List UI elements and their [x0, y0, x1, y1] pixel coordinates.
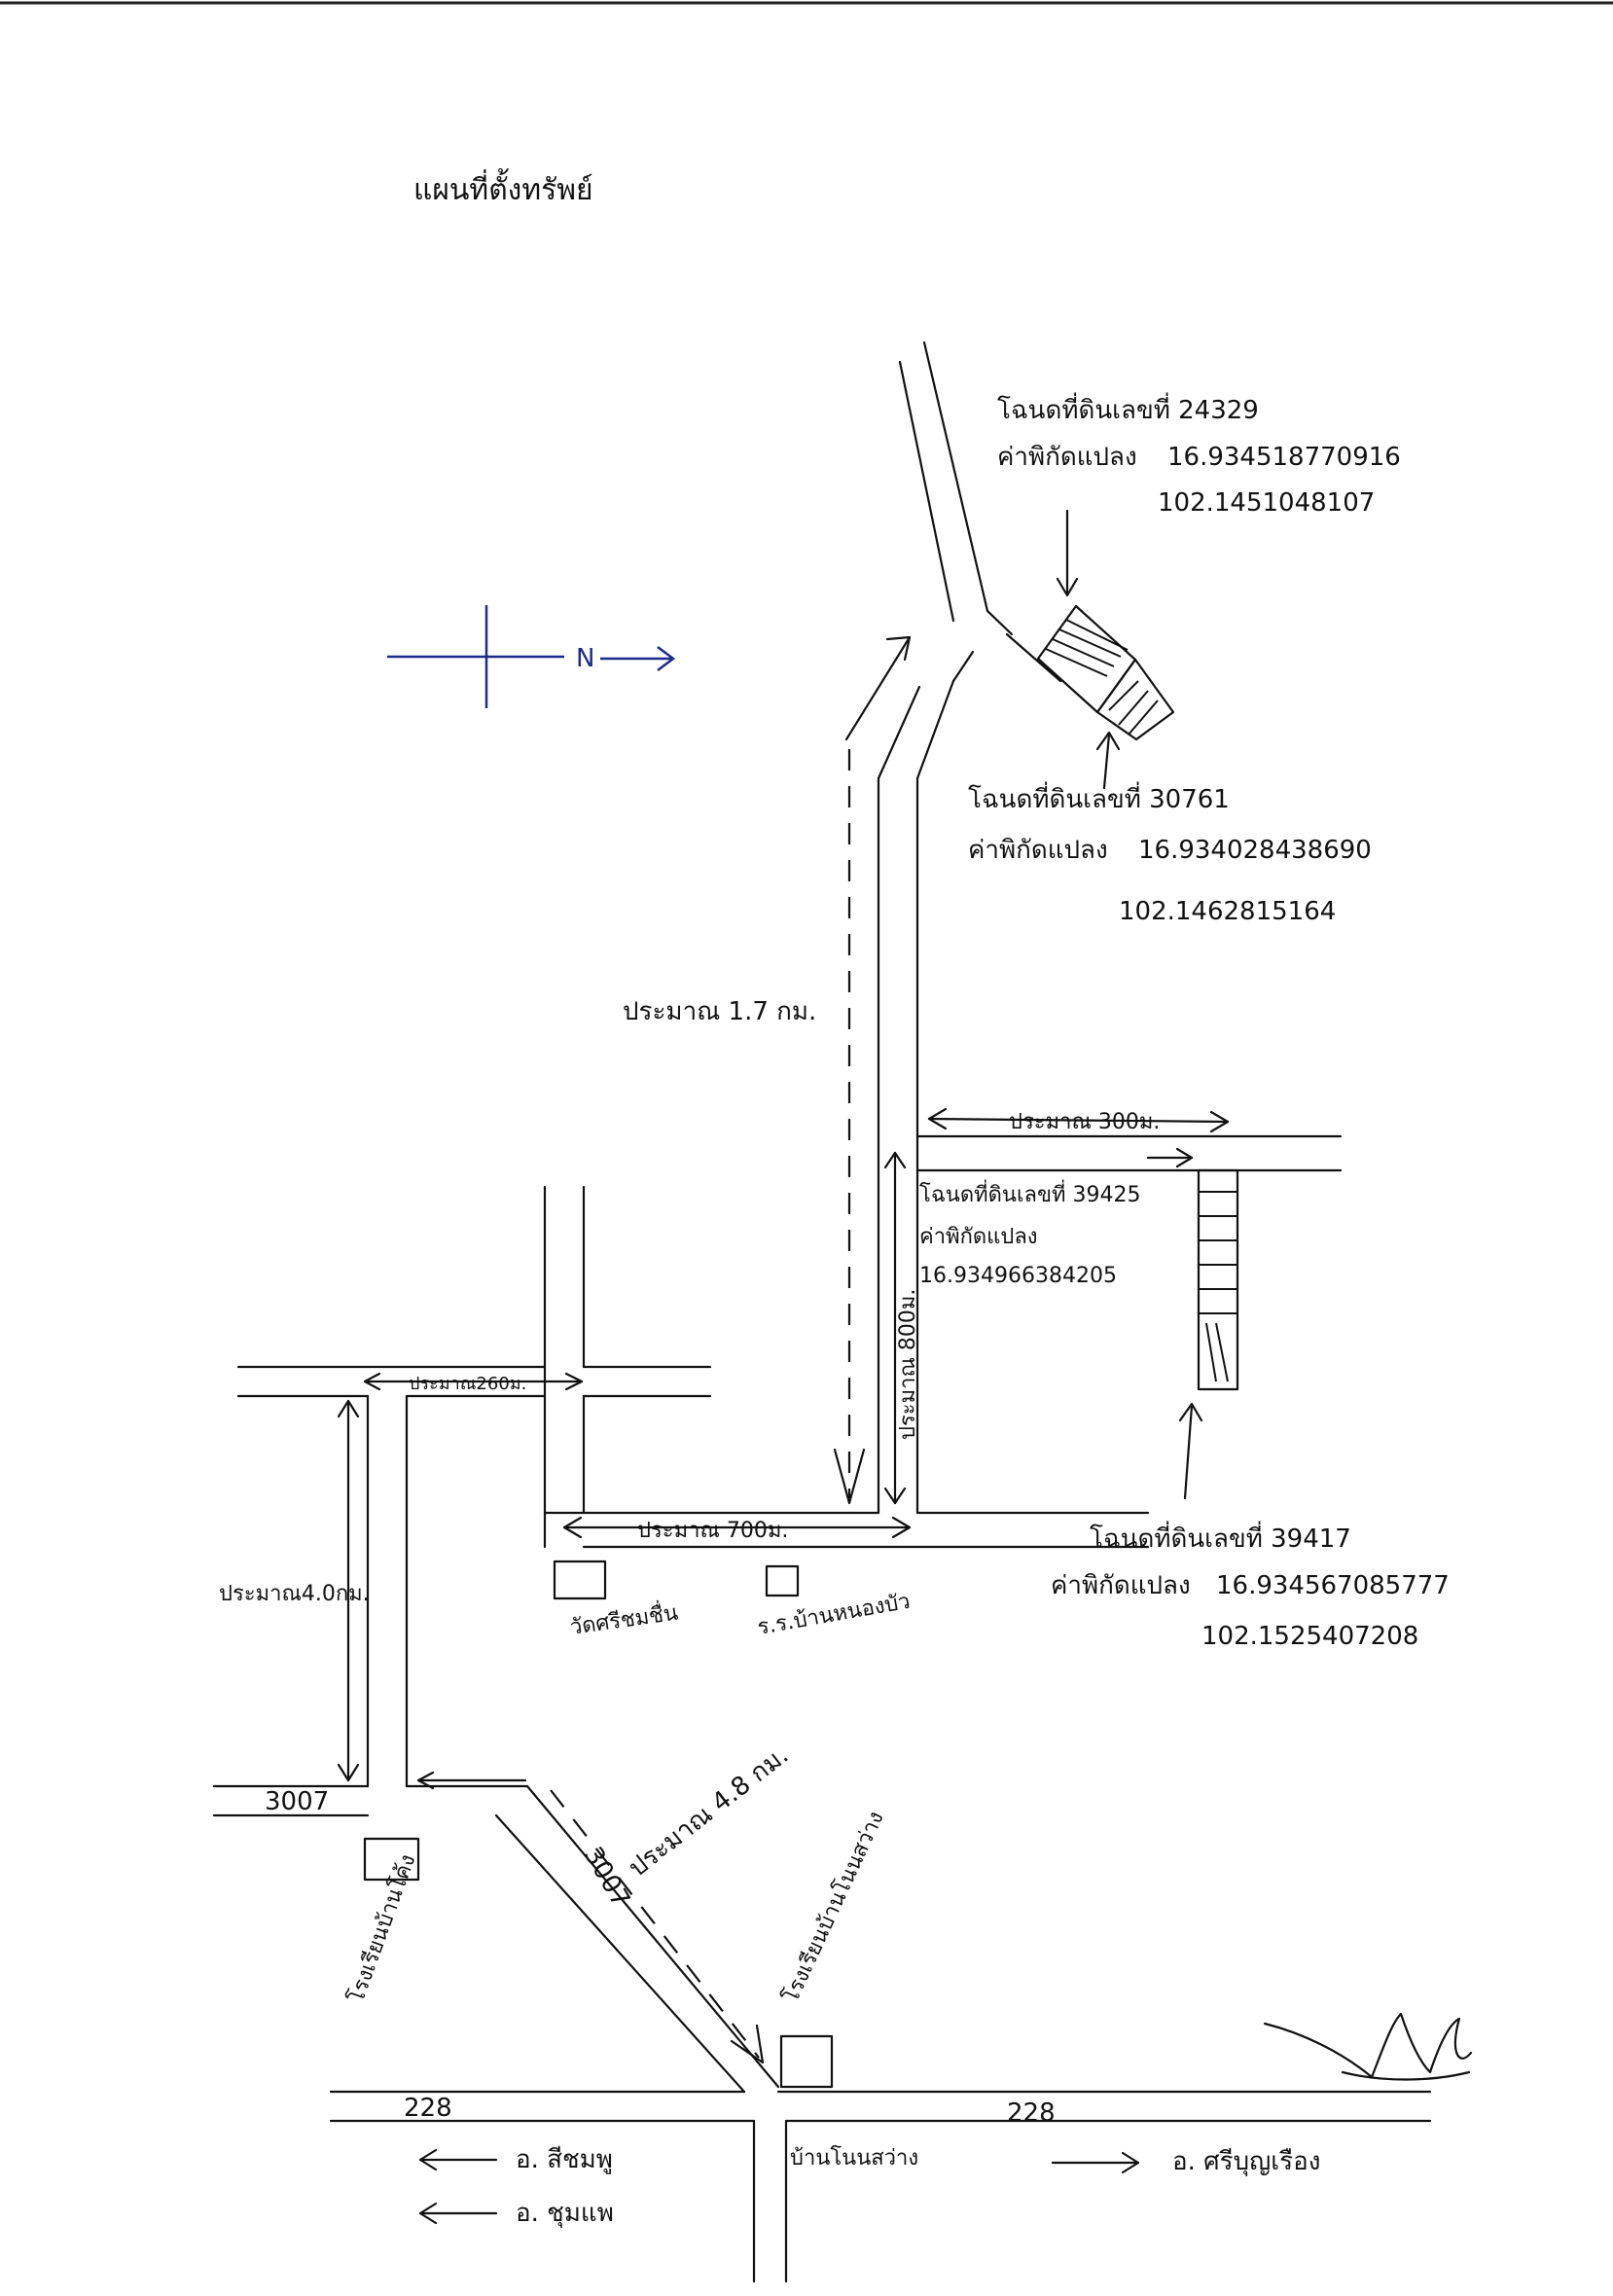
- parcel-label: โฉนดที่ดินเลขที่ 39417: [1090, 1521, 1351, 1554]
- road-228-label-east: 228: [1007, 2099, 1056, 2128]
- school-nongsawang-label: โรงเรียนบ้านโนนสว่าง: [778, 1808, 889, 2007]
- road-network: [212, 341, 1432, 2283]
- distance-260m: ประมาณ260ม.: [409, 1374, 526, 1394]
- parcel-label: โฉนดที่ดินเลขที่ 39425: [919, 1179, 1140, 1207]
- temple-box: [553, 1560, 607, 1600]
- parcel-coord-label: ค่าพิกัดแปลง: [997, 443, 1137, 472]
- route-dashes: [550, 749, 866, 2064]
- road-228-label-west: 228: [404, 2094, 452, 2123]
- map-title: แผนที่ตั้งทรัพย์: [413, 168, 593, 207]
- parcel-lat: 16.934518770916: [1167, 443, 1401, 472]
- parcel-coord-label: ค่าพิกัดแปลง: [919, 1225, 1038, 1249]
- road-3007-diagonal-label: 3007: [578, 1843, 635, 1913]
- parcel-info-24329: โฉนดที่ดินเลขที่ 24329 ค่าพิกัดแปลง 16.9…: [997, 392, 1401, 518]
- distance-4km: ประมาณ4.0กม.: [219, 1582, 370, 1606]
- parcel-lat: 16.934966384205: [919, 1264, 1117, 1288]
- parcel-lat: 16.934028438690: [1138, 836, 1372, 865]
- school-bankho-box: [363, 1837, 420, 1882]
- school-nongbua-box: [765, 1564, 800, 1597]
- distance-800m: ประมาณ 800ม.: [896, 1289, 920, 1440]
- village-label: บ้านโนนสว่าง: [790, 2145, 918, 2170]
- parcel-plot-24329-30761: [1036, 604, 1175, 741]
- parcel-lon: 102.1462815164: [1119, 897, 1336, 926]
- direction-sichomphu: อ. สีชมพู: [516, 2145, 613, 2174]
- parcel-coord-label: ค่าพิกัดแปลง: [1051, 1571, 1191, 1600]
- distance-4-8km: ประมาณ 4.8 กม.: [624, 1740, 795, 1883]
- parcel-label: โฉนดที่ดินเลขที่ 30761: [968, 781, 1230, 814]
- signature-mark: [1263, 2012, 1473, 2079]
- signature-underline: [1341, 2070, 1471, 2081]
- parcel-label: โฉนดที่ดินเลขที่ 24329: [997, 392, 1259, 425]
- school-bankho-label: โรงเรียนบ้านโค้ง: [343, 1851, 420, 2007]
- north-compass: N: [387, 605, 676, 708]
- road-3007-label: 3007: [265, 1787, 329, 1816]
- parcel-info-30761: โฉนดที่ดินเลขที่ 30761 ค่าพิกัดแปลง 16.9…: [968, 781, 1372, 926]
- parcel-coord-label: ค่าพิกัดแปลง: [968, 836, 1108, 865]
- parcel-lon: 102.1451048107: [1158, 488, 1375, 518]
- north-label: N: [576, 644, 594, 673]
- parcel-info-39425: โฉนดที่ดินเลขที่ 39425 ค่าพิกัดแปลง 16.9…: [919, 1179, 1140, 1288]
- distance-1-7km: ประมาณ 1.7 กม.: [623, 997, 816, 1026]
- school-nongsawang-box: [779, 2034, 834, 2089]
- parcel-plot-39425-39417: [1197, 1168, 1239, 1391]
- distance-700m: ประมาณ 700ม.: [637, 1519, 788, 1543]
- temple-label: วัดศรีชมชื่น: [568, 1597, 680, 1640]
- parcel-lat: 16.934567085777: [1216, 1571, 1450, 1600]
- measure-arrows: [337, 509, 1230, 2225]
- direction-chumphae: อ. ชุมแพ: [516, 2199, 614, 2228]
- parcel-info-39417: โฉนดที่ดินเลขที่ 39417 ค่าพิกัดแปลง 16.9…: [1051, 1521, 1450, 1651]
- parcel-lon: 102.1525407208: [1201, 1622, 1418, 1651]
- school-nongbua-label: ร.ร.บ้านหนองบัว: [756, 1590, 913, 1640]
- distance-300m: ประมาณ 300ม.: [1009, 1110, 1160, 1134]
- direction-sibunrueang: อ. ศรีบุญเรือง: [1172, 2147, 1320, 2176]
